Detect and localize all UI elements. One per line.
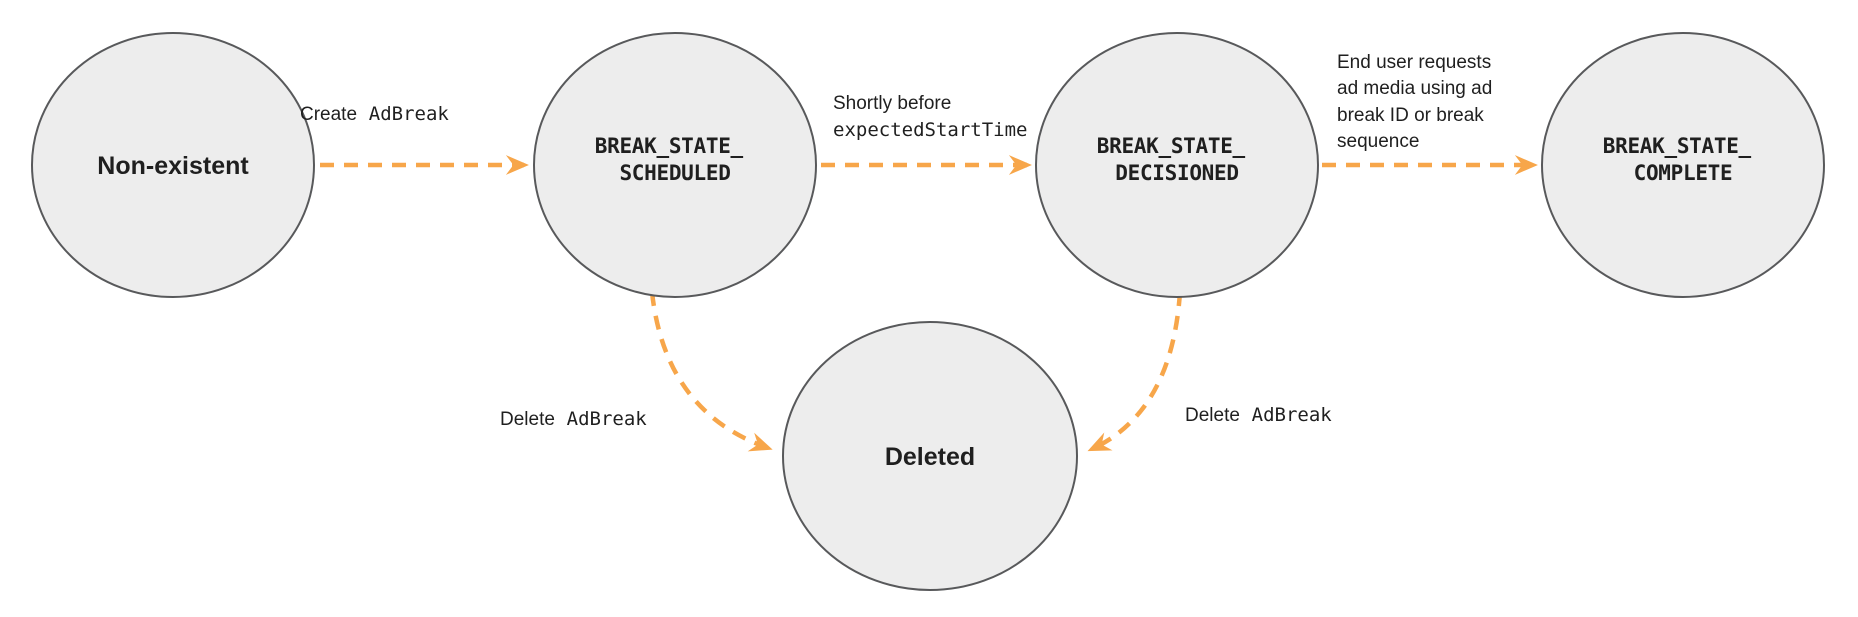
node-break-state-complete — [1541, 32, 1825, 298]
node-break-state-scheduled — [533, 32, 817, 298]
node-label-deleted: Deleted — [885, 443, 975, 471]
node-label-break-state-decisioned: BREAK_STATE_ DECISIONED — [1097, 134, 1257, 185]
edge-delete-from-decisioned-arrow — [1087, 291, 1183, 452]
node-non-existent — [31, 32, 315, 298]
node-deleted — [782, 321, 1078, 591]
node-label-break-state-scheduled: BREAK_STATE_ SCHEDULED — [595, 134, 755, 185]
edge-label-delete-adbreak-right: Delete AdBreak — [1185, 404, 1332, 426]
node-label-break-state-complete: BREAK_STATE_ COMPLETE — [1603, 134, 1763, 185]
node-break-state-decisioned — [1035, 32, 1319, 298]
edge-label-end-user-requests: End user requests ad media using ad brea… — [1337, 52, 1498, 152]
edge-label-delete-adbreak-left: Delete AdBreak — [500, 408, 647, 430]
edge-delete-from-scheduled-arrow — [649, 291, 773, 452]
node-label-non-existent: Non-existent — [97, 152, 249, 180]
edge-label-create-adbreak: Create AdBreak — [300, 103, 449, 125]
edge-label-shortly-before: Shortly before expectedStartTime — [833, 93, 1027, 141]
